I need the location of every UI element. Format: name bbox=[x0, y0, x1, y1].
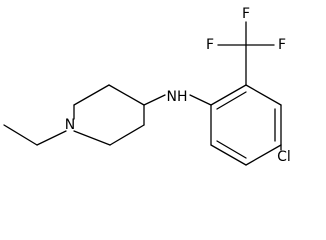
bond-n-c6 bbox=[73, 130, 111, 146]
atom-label-ring-n: N bbox=[65, 117, 75, 133]
molecule-drawing: NH N Cl F F F bbox=[3, 6, 291, 166]
atom-label-cl: Cl bbox=[277, 149, 291, 165]
bond-c4-c3 bbox=[108, 84, 145, 106]
bond-c4-nh bbox=[143, 94, 166, 106]
atom-label-f-top: F bbox=[242, 6, 250, 22]
bond-ar4-ar5 bbox=[245, 144, 282, 166]
trifluoromethyl-group bbox=[217, 21, 275, 86]
bond-c3-c2 bbox=[73, 84, 110, 106]
bond-ar2-ar3 bbox=[245, 84, 282, 106]
bond-ch2-ch3 bbox=[3, 124, 38, 146]
benzene-ring bbox=[210, 84, 282, 166]
bond-nh-aryl bbox=[189, 94, 212, 106]
atom-label-f-right: F bbox=[278, 37, 286, 53]
double-bond-ar1-ar2 bbox=[216, 91, 247, 110]
bond-ar1-ar2 bbox=[210, 84, 247, 106]
piperidine-ring bbox=[73, 84, 145, 146]
atom-label-nh: NH bbox=[167, 89, 188, 105]
ethyl-group bbox=[3, 124, 67, 146]
atom-label-f-left: F bbox=[206, 37, 214, 53]
bond-n-ch2 bbox=[36, 130, 67, 146]
bond-c6-c5 bbox=[109, 124, 145, 146]
structure-diagram: NH N Cl F F F bbox=[3, 6, 291, 166]
bond-ar5-ar6 bbox=[210, 144, 247, 166]
amine-linker bbox=[143, 94, 212, 106]
double-bond-ar5-ar6 bbox=[216, 140, 247, 159]
